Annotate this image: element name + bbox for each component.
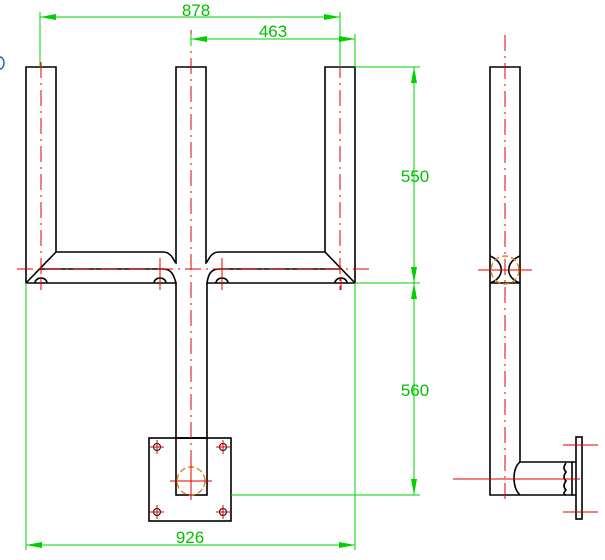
edge-marker	[0, 56, 5, 70]
dim-926: 926	[176, 528, 204, 547]
center-lines-front	[17, 30, 370, 500]
front-view	[17, 30, 370, 522]
dim-878: 878	[182, 1, 210, 20]
side-base-plate	[575, 436, 583, 520]
side-post-outline	[489, 66, 573, 496]
dimension-texts: 878 463 550 560 926	[176, 1, 429, 547]
side-view	[453, 35, 598, 520]
side-bend-curve	[513, 461, 521, 496]
dimension-lines	[25, 12, 420, 550]
weld-symbol	[563, 462, 568, 496]
dim-560: 560	[401, 381, 429, 400]
dim-463: 463	[259, 22, 287, 41]
bolt-holes	[150, 440, 230, 519]
side-plate-connectors	[572, 461, 576, 496]
base-plate	[148, 437, 232, 522]
dim-550: 550	[401, 167, 429, 186]
